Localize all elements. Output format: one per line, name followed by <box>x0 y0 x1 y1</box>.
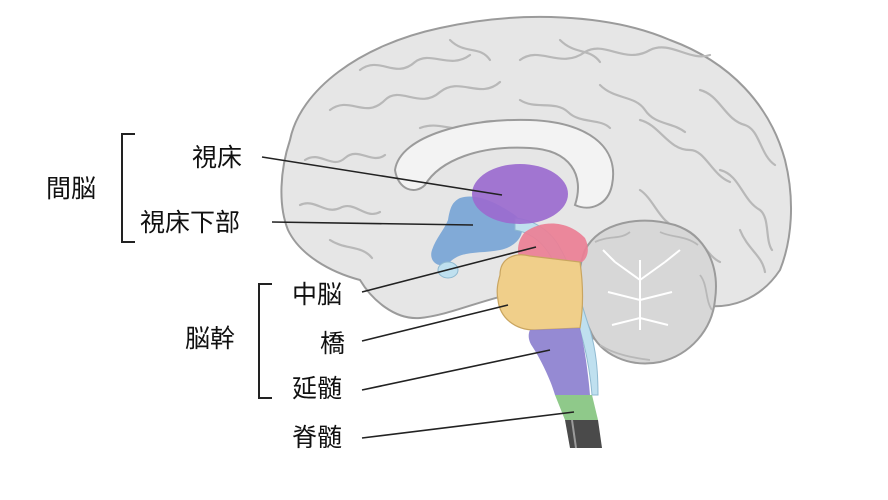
hypothalamus-leader <box>271 221 474 226</box>
diencephalon-label: 間脳 <box>46 174 97 203</box>
midbrain-region <box>517 223 588 262</box>
spinal-cord-label: 脊髄 <box>292 423 343 452</box>
medulla-region <box>528 328 590 395</box>
midbrain-label: 中脳 <box>292 280 343 309</box>
medulla-leader <box>361 349 551 391</box>
thalamus-leader <box>261 156 503 196</box>
spinal-cord-leader <box>361 411 575 439</box>
cerebellum <box>577 219 717 365</box>
thalamus-label: 視床 <box>192 143 243 172</box>
spinal-cord-region <box>555 395 598 420</box>
pons-label: 橋 <box>320 329 346 358</box>
leader-lines <box>261 156 575 439</box>
midbrain-leader <box>361 246 537 293</box>
medulla-label: 延髄 <box>292 374 343 403</box>
thalamus-region <box>472 164 568 224</box>
spinal-cord-lower <box>565 420 602 448</box>
corpus-callosum <box>393 118 615 209</box>
pons-leader <box>361 304 509 342</box>
brainstem-bracket <box>258 283 272 399</box>
diencephalon-bracket <box>121 133 135 243</box>
brainstem-label: 脳幹 <box>185 324 236 353</box>
hypothalamus-label: 視床下部 <box>140 208 241 237</box>
pons-region <box>496 254 584 331</box>
